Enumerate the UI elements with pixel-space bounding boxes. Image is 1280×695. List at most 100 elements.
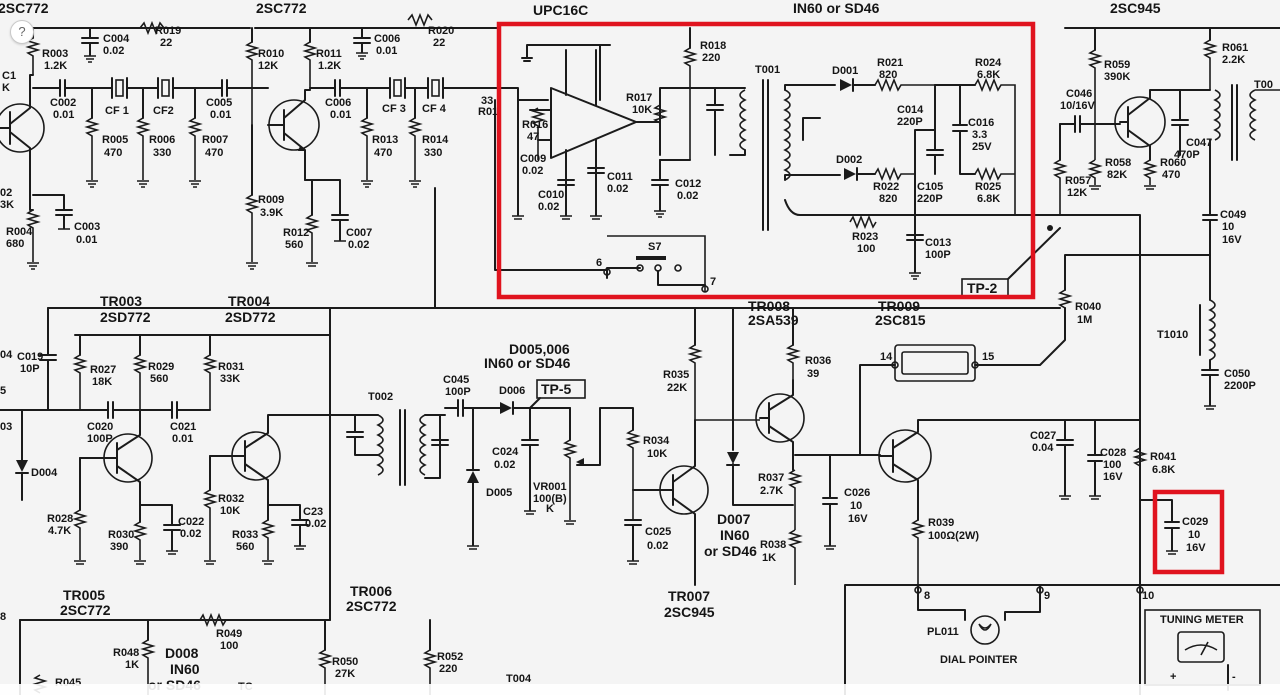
component-label: VR001 [533,481,567,493]
resistor-r005 [84,117,100,180]
component-label: T1010 [1157,329,1188,341]
component-value: 10K [220,505,240,517]
component-label: R017 [626,92,652,104]
component-value: 3.9K [260,207,283,219]
component-value: 100P [445,386,471,398]
component-value: 4.7K [48,525,71,537]
component-value: 10/16V [1060,100,1096,112]
component-label: CF 1 [105,105,129,117]
component-value: 390K [1104,71,1130,83]
component-value: 0.02 [647,540,668,552]
wire [329,414,449,479]
ground-symbol [824,545,836,550]
component-label: CF2 [153,105,174,117]
transistor-label: 2SC772 [60,602,111,618]
resistor-r013 [359,117,375,180]
meter-needle [1184,641,1218,656]
capacitor-c027-c028 [1039,419,1141,496]
resistor-r014 [407,117,423,180]
resistor-r030 [132,521,148,560]
pin-label: 6 [596,257,602,269]
component-label: R052 [437,651,463,663]
component-label: R021 [877,57,903,69]
pin-label: 9 [1044,590,1050,602]
component-value: 560 [236,541,254,553]
component-value: 0.01 [172,433,193,445]
emitter-arrow [298,146,306,151]
component-label: C006 [325,97,351,109]
resistor-r041 [1132,447,1148,467]
component-value: 27K [335,668,355,680]
wire [19,584,1280,695]
component-label: R012 [283,227,309,239]
component-label: C105 [917,181,943,193]
diode-bar [856,167,876,181]
component-label: C011 [607,171,633,183]
polarity-label: + [1170,671,1176,683]
component-value: 100Ω(2W) [928,530,979,542]
component-label: T002 [368,391,393,403]
resistor-r011 [302,41,318,90]
component-label: D006 [499,385,525,397]
component-label: R025 [975,181,1001,193]
transistor-label: TR003 [100,293,142,309]
component-label: R036 [805,355,831,367]
resistor-r017 [652,104,668,124]
component-value: 1K [762,552,776,564]
resistor-r040 [1057,289,1073,340]
component-label: R004 [6,226,33,238]
component-value: 220 [439,663,457,675]
component-label: CF 4 [422,103,447,115]
lamp-filament [978,623,992,631]
resistor-r038 [787,529,803,585]
component-label: T001 [755,64,780,76]
terminal-9 [1036,586,1044,594]
ic-pins [529,49,597,216]
component-value: 0.02 [522,165,543,177]
polarity-label: - [1232,671,1236,683]
transistor-label: 2SA539 [748,312,799,328]
component-value: 0.01 [76,234,97,246]
resistor-r036 [785,344,801,380]
coil-t1010 [1208,299,1216,361]
resistor-r035 [687,344,760,421]
component-label: 8 [0,611,6,623]
terminal-8 [914,586,922,594]
component-label: C006 [374,33,400,45]
ground-symbol [84,55,96,63]
component-label: R023 [852,231,878,243]
component-label: C23 [303,506,323,518]
component-value: 100P [87,433,113,445]
component-value: 10 [1188,529,1200,541]
capacitor-c029 [1139,499,1180,551]
wire [494,87,549,216]
diode-bar [512,401,571,415]
component-value: IN60 [170,661,200,677]
capacitor-c049 [1202,139,1218,301]
ceramic-filter-cf3 [384,77,426,99]
ceramic-filter-body [115,79,124,97]
capacitor-c016 [934,84,976,175]
transistor-label: 2SC772 [0,0,49,16]
component-value: 10K [647,448,667,460]
component-value: 1.2K [318,60,341,72]
component-value: 22 [433,37,445,49]
capacitor-c026 [794,454,881,546]
resistor-r022 [874,166,915,182]
transistor-label: TR004 [228,293,270,309]
component-value: 16V [1222,234,1242,246]
diode-label: IN60 or SD46 [793,0,880,16]
component-label: R024 [975,57,1002,69]
component-value: 100 [220,640,238,652]
help-button[interactable]: ? [10,20,34,44]
component-value: 1K [125,659,139,671]
wire [139,499,181,551]
component-label: R049 [216,628,242,640]
resistor-r059 [1087,49,1103,160]
component-value: 6.8K [977,193,1000,205]
component-label: C002 [50,97,76,109]
diode-d007 [727,452,739,464]
capacitor-c002 [32,79,101,97]
component-value: 10P [20,363,40,375]
